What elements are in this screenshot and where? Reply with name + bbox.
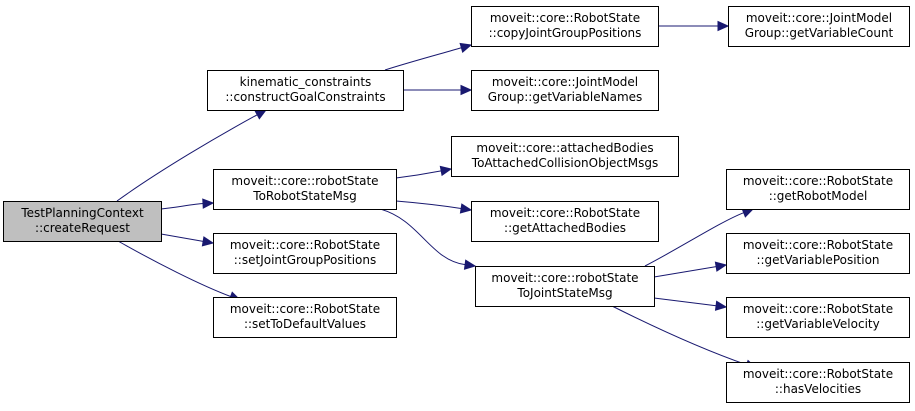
- node-label-line: ToRobotStateMsg: [252, 189, 356, 203]
- edge-arrowhead: [439, 165, 453, 177]
- node-label-line: ToAttachedCollisionObjectMsgs: [471, 156, 658, 170]
- function-node[interactable]: moveit::core::RobotState::getAttachedBod…: [471, 201, 659, 242]
- edge-line: [653, 266, 717, 278]
- edge-line: [395, 170, 442, 179]
- node-label-line: moveit::core::robotState: [491, 271, 638, 285]
- call-graph-nodes: TestPlanningContext::createRequest kinema…: [3, 6, 910, 403]
- function-node[interactable]: moveit::core::JointModelGroup::getVariab…: [728, 6, 910, 47]
- node-box[interactable]: [726, 233, 910, 274]
- function-node[interactable]: moveit::core::JointModelGroup::getVariab…: [471, 70, 659, 111]
- node-box[interactable]: [207, 70, 404, 111]
- node-label-line: moveit::core::JointModel: [746, 11, 892, 25]
- root-function-node: TestPlanningContext::createRequest: [3, 201, 162, 242]
- function-node[interactable]: moveit::core::RobotState::hasVelocities: [726, 362, 910, 403]
- edge-n1-to-n5: [384, 42, 473, 71]
- function-node[interactable]: moveit::core::RobotState::getRobotModel: [726, 169, 910, 210]
- function-node[interactable]: moveit::core::RobotState::copyJointGroup…: [471, 6, 659, 47]
- function-node[interactable]: moveit::core::RobotState::getVariableVel…: [726, 297, 910, 338]
- edge-n2-to-n8: [395, 165, 453, 179]
- edge-n0-to-n2: [160, 198, 215, 210]
- edge-arrowhead: [460, 84, 473, 96]
- node-label-line: moveit::core::attachedBodies: [476, 141, 653, 155]
- node-box[interactable]: [726, 169, 910, 210]
- node-box[interactable]: [213, 297, 397, 338]
- node-label-line: ::getAttachedBodies: [504, 221, 626, 235]
- node-label-line: moveit::core::RobotState: [230, 238, 380, 252]
- function-node[interactable]: kinematic_constraints::constructGoalCons…: [207, 70, 404, 111]
- edge-line: [116, 114, 258, 202]
- node-label-line: ::setJointGroupPositions: [234, 253, 376, 267]
- edge-n10-to-n12: [653, 261, 728, 278]
- edge-line: [611, 305, 747, 366]
- edge-n2-to-n9: [395, 200, 473, 214]
- edge-n0-to-n3: [160, 233, 215, 247]
- edge-arrowhead: [459, 42, 473, 53]
- node-box[interactable]: [213, 233, 397, 274]
- node-label-line: TestPlanningContext: [20, 206, 144, 220]
- node-box[interactable]: [726, 362, 910, 403]
- function-node[interactable]: moveit::core::attachedBodiesToAttachedCo…: [451, 136, 679, 177]
- edge-line: [160, 203, 204, 210]
- node-label-line: ::setToDefaultValues: [244, 317, 366, 331]
- node-box[interactable]: [213, 169, 397, 210]
- node-box[interactable]: [471, 6, 659, 47]
- function-node[interactable]: moveit::core::RobotState::getVariablePos…: [726, 233, 910, 274]
- edge-line: [160, 233, 204, 242]
- function-node[interactable]: moveit::core::RobotState::setToDefaultVa…: [213, 297, 397, 338]
- edge-n5-to-n7: [658, 20, 730, 32]
- node-label-line: ::constructGoalConstraints: [225, 90, 385, 104]
- edge-arrowhead: [714, 261, 728, 272]
- edge-arrowhead: [459, 203, 473, 214]
- edge-arrowhead: [714, 300, 728, 311]
- edge-line: [384, 47, 462, 71]
- node-label-line: ::getVariableVelocity: [756, 317, 879, 331]
- edge-arrowhead: [717, 20, 730, 32]
- edge-line: [117, 240, 231, 297]
- edge-arrowhead: [201, 236, 215, 247]
- node-label-line: ::createRequest: [35, 221, 130, 235]
- node-box[interactable]: [471, 70, 659, 111]
- edge-arrowhead: [463, 259, 477, 270]
- node-label-line: Group::getVariableNames: [488, 90, 643, 104]
- edge-line: [644, 212, 744, 267]
- node-label-line: ::copyJointGroupPositions: [489, 26, 642, 40]
- node-label-line: kinematic_constraints: [240, 75, 372, 89]
- node-label-line: ::getVariablePosition: [756, 253, 879, 267]
- node-label-line: moveit::core::RobotState: [743, 302, 893, 316]
- node-label-line: ToJointStateMsg: [516, 286, 612, 300]
- edge-arrowhead: [202, 198, 215, 209]
- edge-line: [653, 297, 717, 307]
- edge-line: [379, 208, 466, 266]
- node-label-line: moveit::core::robotState: [231, 174, 378, 188]
- node-label-line: ::getRobotModel: [769, 189, 868, 203]
- edge-line: [395, 200, 462, 209]
- edge-n10-to-n13: [653, 297, 728, 311]
- node-label-line: moveit::core::RobotState: [743, 174, 893, 188]
- node-box[interactable]: [475, 266, 655, 307]
- edge-n2-to-n10: [379, 208, 477, 270]
- node-box[interactable]: [451, 136, 679, 177]
- node-label-line: moveit::core::RobotState: [230, 302, 380, 316]
- node-label-line: moveit::core::RobotState: [743, 238, 893, 252]
- node-label-line: Group::getVariableCount: [745, 26, 894, 40]
- node-label-line: moveit::core::RobotState: [490, 206, 640, 220]
- node-box: [3, 201, 162, 242]
- node-box[interactable]: [471, 201, 659, 242]
- node-label-line: moveit::core::JointModel: [492, 75, 638, 89]
- function-node[interactable]: moveit::core::RobotState::setJointGroupP…: [213, 233, 397, 274]
- node-label-line: moveit::core::RobotState: [743, 367, 893, 381]
- node-box[interactable]: [728, 6, 910, 47]
- edge-arrowhead: [254, 109, 268, 120]
- node-box[interactable]: [726, 297, 910, 338]
- node-label-line: ::hasVelocities: [775, 382, 861, 396]
- edge-n1-to-n6: [403, 84, 473, 96]
- node-label-line: moveit::core::RobotState: [490, 11, 640, 25]
